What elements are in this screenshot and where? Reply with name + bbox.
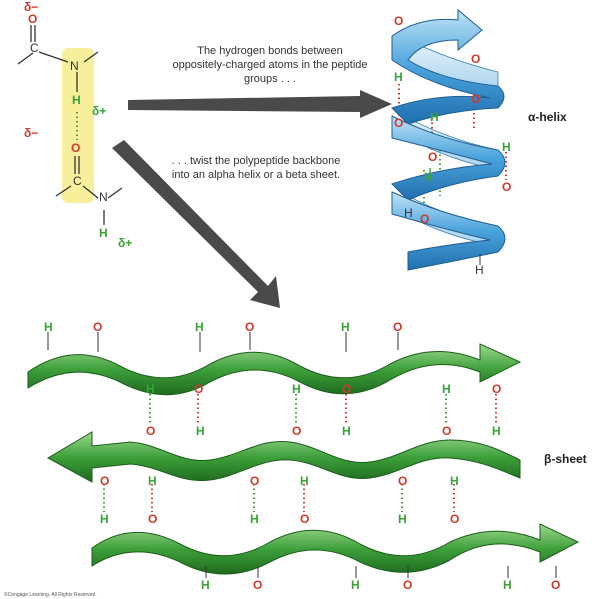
sheet-h-18: H: [503, 578, 512, 592]
helix-oxygen-4: O: [394, 116, 404, 130]
sheet-h-6: H: [442, 382, 451, 396]
beta-strand-3: [91, 523, 580, 575]
beta-strand-2: [46, 431, 521, 483]
sheet-h-15: H: [398, 512, 407, 526]
sheet-h-7: H: [196, 424, 205, 438]
helix-oxygen-1: O: [394, 14, 404, 28]
helix-oxygen-5: O: [428, 150, 438, 164]
sheet-o-10: O: [100, 474, 110, 488]
carbon-top: C: [30, 41, 39, 55]
oxygen-top: O: [28, 12, 38, 26]
helix-hydrogen-4: H: [424, 170, 433, 184]
copyright: ©Cengage Learning. All Rights Reserved.: [4, 592, 97, 598]
delta-plus-bottom: δ+: [118, 236, 133, 250]
arrow-to-helix: [128, 90, 392, 118]
sheet-o-16: O: [253, 578, 263, 592]
sheet-h-11: H: [300, 474, 309, 488]
helix-hydrogen-3: H: [502, 140, 511, 154]
sheet-o-6: O: [492, 382, 502, 396]
delta-plus-top: δ+: [92, 104, 107, 118]
oxygen-bottom: O: [71, 141, 81, 155]
sheet-o-1: O: [93, 320, 103, 334]
sheet-h-2: H: [195, 320, 204, 334]
nitrogen-bottom: N: [99, 190, 108, 204]
sheet-h-9: H: [492, 424, 501, 438]
sheet-o-15: O: [450, 512, 460, 526]
helix-oxygen-6: O: [502, 180, 512, 194]
sheet-h-10: H: [148, 474, 157, 488]
sheet-o-3: O: [393, 320, 403, 334]
sheet-o-11: O: [250, 474, 260, 488]
alpha-helix-label: α-helix: [528, 110, 567, 124]
beta-sheet-label: β-sheet: [544, 452, 587, 466]
sheet-h-4: H: [146, 382, 155, 396]
sheet-o-17: O: [403, 578, 413, 592]
sheet-o-14: O: [300, 512, 310, 526]
sheet-h-3: H: [341, 320, 350, 334]
hydrogen-top: H: [72, 93, 81, 107]
caption-hydrogen-bonds: The hydrogen bonds between oppositely-ch…: [172, 45, 368, 85]
peptide-bonds: [17, 25, 123, 225]
beta-sheet: [27, 332, 580, 578]
sheet-o-12: O: [398, 474, 408, 488]
sheet-o-8: O: [292, 424, 302, 438]
sheet-o-9: O: [442, 424, 452, 438]
sheet-o-5: O: [342, 382, 352, 396]
helix-hydrogen-6: H: [475, 263, 484, 277]
carbon-bottom: C: [73, 174, 82, 188]
caption-twist: . . . twist the polypeptide backbone int…: [171, 155, 341, 181]
sheet-o-4: O: [194, 382, 204, 396]
helix-oxygen-7: O: [420, 212, 430, 226]
delta-minus-bottom: δ−: [24, 126, 39, 140]
sheet-o-7: O: [146, 424, 156, 438]
sheet-h-17: H: [351, 578, 360, 592]
sheet-h-5: H: [292, 382, 301, 396]
sheet-h-13: H: [100, 512, 109, 526]
sheet-h-8: H: [342, 424, 351, 438]
alpha-helix: [391, 8, 507, 271]
arrow-to-sheet: [112, 140, 280, 308]
sheet-h-12: H: [450, 474, 459, 488]
helix-hydrogen-2: H: [430, 110, 439, 124]
hydrogen-bottom: H: [99, 226, 108, 240]
sheet-h-14: H: [250, 512, 259, 526]
beta-strand-1: [27, 343, 522, 396]
sheet-h-16: H: [201, 578, 210, 592]
sheet-o-2: O: [245, 320, 255, 334]
helix-oxygen-3: O: [471, 92, 481, 106]
sheet-o-18: O: [551, 578, 561, 592]
sheet-o-13: O: [148, 512, 158, 526]
delta-minus-top: δ−: [24, 0, 39, 14]
sheet-h-1: H: [44, 320, 53, 334]
nitrogen-top: N: [70, 59, 79, 73]
helix-hydrogen-1: H: [394, 70, 403, 84]
helix-hydrogen-5: H: [404, 206, 413, 220]
helix-oxygen-2: O: [471, 52, 481, 66]
